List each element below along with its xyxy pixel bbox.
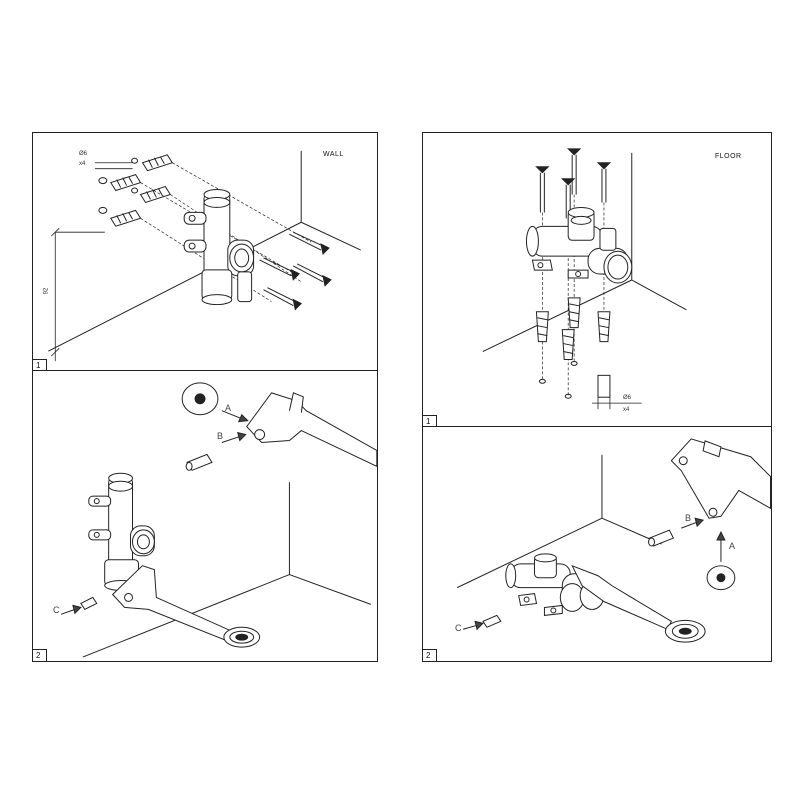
floor-label-c: C — [455, 623, 462, 633]
floor-step-1-number: 1 — [423, 415, 437, 427]
floor-mount-drawing — [482, 148, 687, 410]
wall-dia-label: Ø6 — [79, 151, 88, 157]
floor-plug-4 — [561, 329, 575, 360]
floor-pin-b — [648, 529, 675, 547]
screw-3 — [293, 263, 332, 287]
floor-washer-a — [706, 565, 736, 591]
floor-label: FLOOR — [715, 153, 742, 160]
wall-step-1-number: 1 — [33, 359, 47, 371]
floor-pin-c — [482, 614, 502, 628]
wall-plug-2 — [110, 174, 142, 192]
floor-plug-2 — [567, 297, 581, 329]
floor-step-2-number: 2 — [423, 649, 437, 661]
floor-step-1-panel: FLOOR Ø6 x4 1 — [422, 132, 772, 428]
floor-qty-label: x4 — [623, 407, 630, 413]
wall-label-b: B — [217, 431, 224, 441]
floor-lever-arm-detail — [670, 438, 771, 519]
screw-4 — [263, 287, 303, 311]
floor-plug-3 — [597, 311, 611, 343]
pin-c — [80, 596, 98, 610]
washer-a — [181, 382, 219, 416]
floor-lever-drawing — [456, 438, 771, 643]
floor-dia-label: Ø6 — [623, 395, 632, 401]
wall-step-2-number: 2 — [33, 649, 47, 661]
wall-plug-3 — [139, 185, 172, 204]
floor-label-a: A — [729, 541, 736, 551]
screw-2 — [259, 257, 301, 281]
screw-1 — [289, 231, 330, 255]
lever-arm-detail — [246, 392, 377, 467]
wall-height-label: 92 — [43, 287, 50, 295]
floor-plug-1 — [535, 311, 549, 343]
pedal-lever — [111, 565, 261, 648]
valve-body — [183, 189, 255, 306]
wall-mount-drawing — [48, 150, 361, 362]
floor-screw-3 — [596, 162, 612, 203]
floor-screw-2 — [566, 148, 582, 195]
floor-step-2-panel: A B C 2 — [422, 426, 772, 662]
wall-plug-4 — [110, 209, 142, 227]
wall-qty-label: x4 — [79, 161, 86, 167]
wall-label-c: C — [53, 605, 60, 615]
pin-b — [185, 453, 213, 471]
floor-screw-1 — [535, 166, 550, 213]
wall-step-2-panel: A B C 2 — [32, 370, 378, 662]
floor-valve-body — [525, 206, 633, 284]
floor-pedal-lever — [571, 564, 706, 643]
wall-label: WALL — [323, 151, 344, 158]
floor-label-b: B — [685, 513, 692, 523]
wall-plug-1 — [141, 154, 174, 172]
wall-label-a: A — [225, 403, 232, 413]
wall-lever-drawing — [60, 382, 377, 658]
wall-step-1-panel: WALL Ø6 x4 92 1 — [32, 132, 378, 372]
